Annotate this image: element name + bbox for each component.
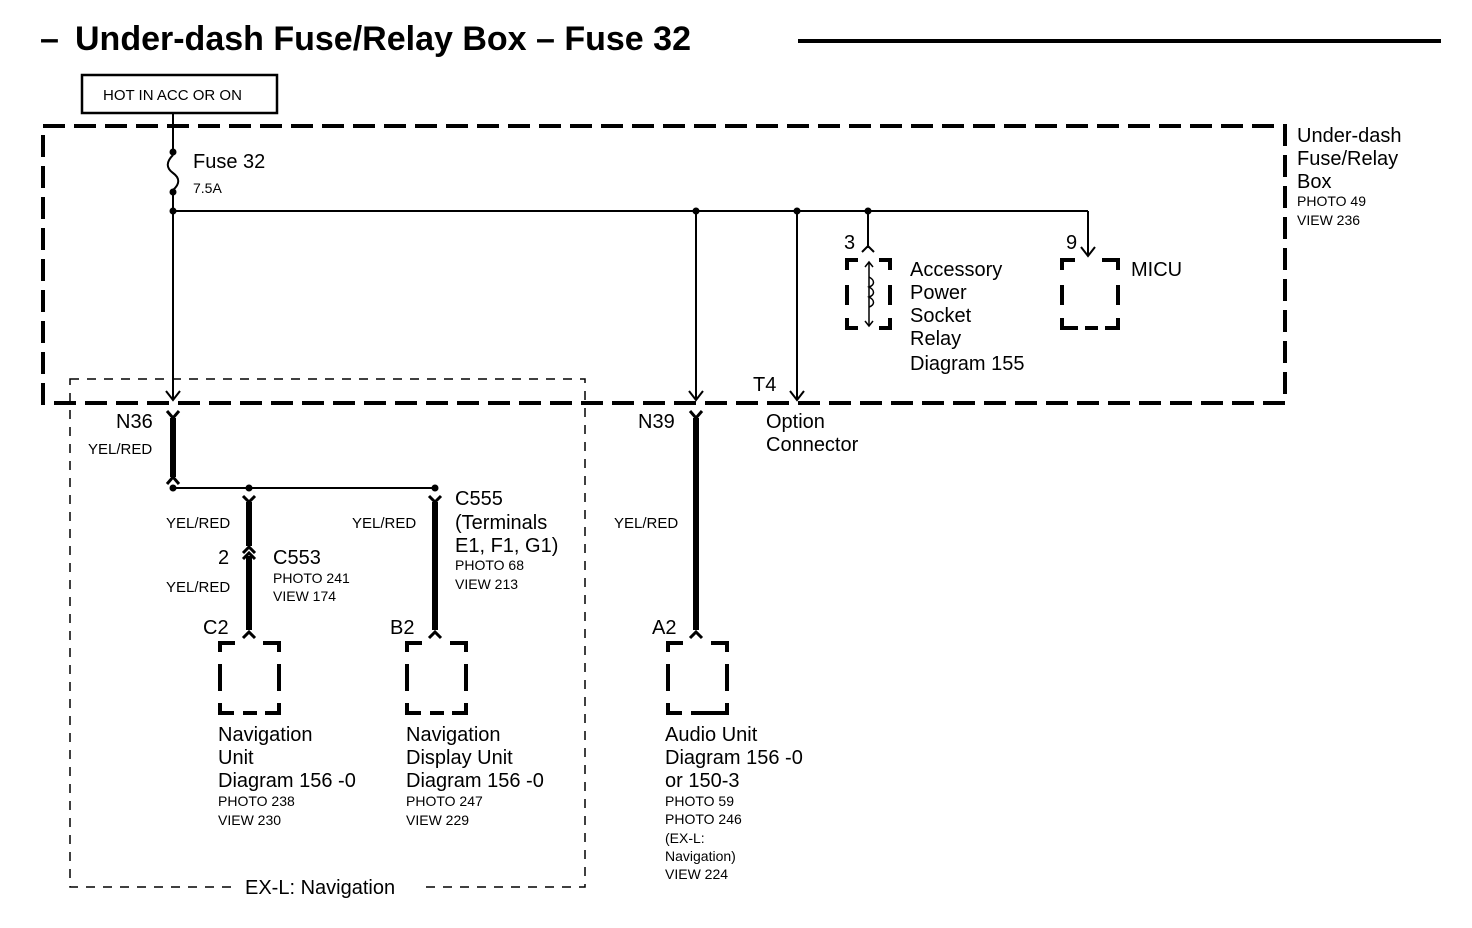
relay-pin-connector [861,244,875,253]
fuse-name: Fuse 32 [193,151,265,173]
splice-dot [431,484,439,492]
audio-unit-component [666,641,729,715]
c555-connector [427,494,443,505]
label-mask [236,875,422,899]
nav-unit-pin: C2 [203,617,229,639]
c555-line: (Terminals [455,512,547,534]
n39-connector [688,410,704,421]
nav-unit-component [218,641,281,715]
nav-unit-photo: PHOTO 238 [218,793,295,809]
fuse-symbol [166,148,180,196]
arrow-n39 [688,390,704,402]
c2-connector [241,629,257,640]
option-connector-line: Option [766,411,825,433]
fuse-box-view: VIEW 236 [1297,212,1360,228]
fuse-box-photo: PHOTO 49 [1297,193,1366,209]
n36-connector [165,410,181,421]
c553-upper-connector [241,494,257,505]
wire-color-label: YEL/RED [166,579,230,596]
ex-l-navigation-label: EX-L: Navigation [245,877,395,899]
nav-display-diagram-ref: Diagram 156 -0 [406,770,544,792]
fuse-box-name-line: Fuse/Relay [1297,148,1398,170]
audio-unit-diagram-ref: Diagram 156 -0 [665,747,803,769]
n36-terminal: N36 [116,411,153,433]
arrow-n36 [165,390,181,402]
audio-unit-pin: A2 [652,617,676,639]
audio-unit-photo: PHOTO 246 [665,811,742,827]
c555-line: E1, F1, G1) [455,535,558,557]
micu-component [1060,258,1120,330]
fuse-rating: 7.5A [193,180,222,196]
title-prefix-dash: – [40,20,59,58]
t4-pin: T4 [753,374,776,396]
c555-view: VIEW 213 [455,576,518,592]
power-source-box: HOT IN ACC OR ON [80,73,279,115]
option-connector-line: Connector [766,434,859,456]
audio-unit-photo: PHOTO 59 [665,793,734,809]
relay-component [845,258,892,330]
fuse-box-name-line: Under-dash [1297,125,1402,147]
c553-connector [241,544,257,561]
nav-unit-label-line: Navigation [218,724,313,746]
c553-pin: 2 [218,547,229,569]
relay-label-line: Power [910,282,967,304]
audio-unit-view: VIEW 224 [665,866,728,882]
c553-photo: PHOTO 241 [273,570,350,586]
wire-color-label: YEL/RED [352,515,416,532]
n36-lower-connector [165,474,181,485]
audio-unit-note: Navigation) [665,848,736,864]
nav-unit-view: VIEW 230 [218,812,281,828]
nav-unit-diagram-ref: Diagram 156 -0 [218,770,356,792]
c553-view: VIEW 174 [273,588,336,604]
fuse-box-label: Under-dash Fuse/Relay Box PHOTO 49 VIEW … [1297,125,1402,228]
c555-photo: PHOTO 68 [455,557,524,573]
c555-line: C555 [455,488,503,510]
b2-connector [427,629,443,640]
nav-display-photo: PHOTO 247 [406,793,483,809]
relay-label-line: Relay [910,328,961,350]
nav-display-pin: B2 [390,617,414,639]
arrow-micu [1080,246,1096,258]
relay-pin: 3 [844,232,855,254]
nav-display-label-line: Navigation [406,724,501,746]
nav-unit-label-line: Unit [218,747,254,769]
nav-display-label-line: Display Unit [406,747,513,769]
audio-unit-note: (EX-L: [665,830,705,846]
relay-label-line: Accessory [910,259,1002,281]
c553-name: C553 [273,547,321,569]
relay-label-line: Socket [910,305,972,327]
micu-pin: 9 [1066,232,1077,254]
audio-unit-diagram-ref-alt: or 150-3 [665,770,740,792]
fuse-box-boundary [41,124,1287,405]
arrow-t4 [789,390,805,402]
fuse-box-name-line: Box [1297,171,1331,193]
power-source-label: HOT IN ACC OR ON [103,87,242,104]
audio-unit-label-line: Audio Unit [665,724,758,746]
n39-terminal: N39 [638,411,675,433]
wire-color-label: YEL/RED [166,515,230,532]
nav-display-view: VIEW 229 [406,812,469,828]
nav-display-component [405,641,468,715]
page-title: Under-dash Fuse/Relay Box – Fuse 32 [75,20,691,58]
wire-color-label: YEL/RED [614,515,678,532]
micu-label: MICU [1131,259,1182,281]
a2-connector [688,629,704,640]
relay-diagram-ref: Diagram 155 [910,353,1025,375]
splice-dot [245,484,253,492]
wire-color-label: YEL/RED [88,441,152,458]
